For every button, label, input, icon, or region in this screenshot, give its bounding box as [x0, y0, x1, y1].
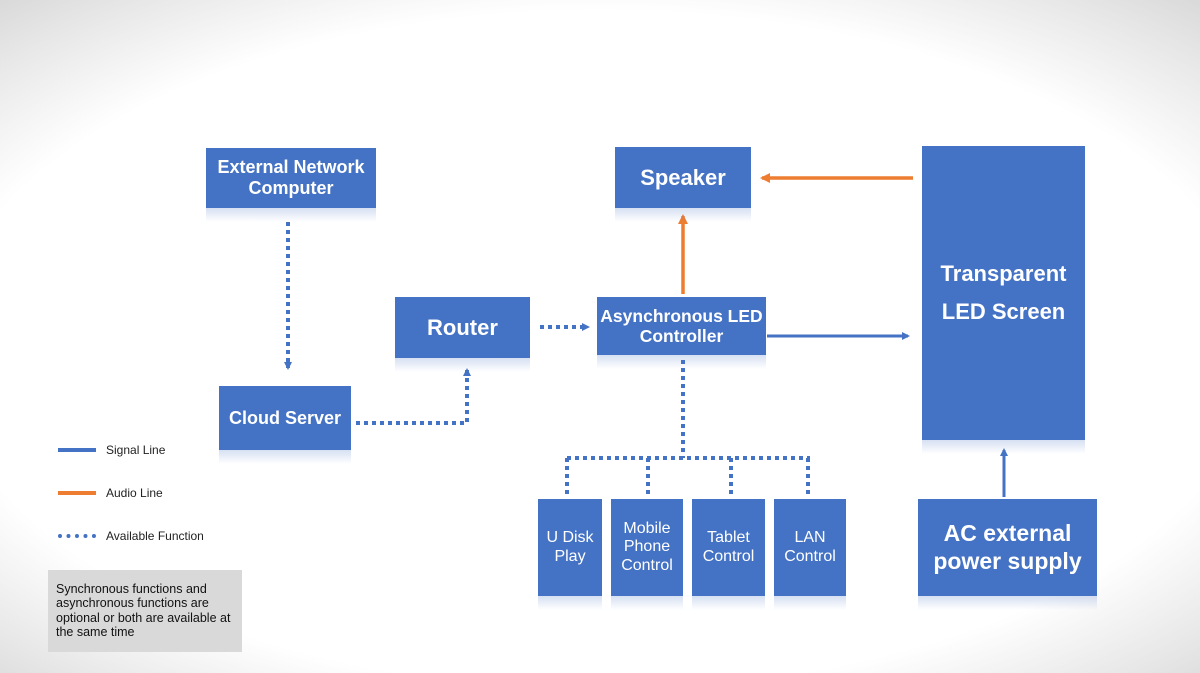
lan-control-box: LAN Control [774, 499, 846, 610]
external-network-computer-box: External Network Computer [206, 148, 376, 222]
legend-signal-label: Signal Line [106, 443, 166, 457]
function-tree-lines [565, 360, 810, 498]
note-box: Synchronous functions and asynchronous f… [48, 570, 242, 652]
mobile-phone-control-box: Mobile Phone Control [611, 499, 683, 610]
u-disk-play-box: U Disk Play [538, 499, 602, 610]
note-text: Synchronous functions and asynchronous f… [56, 582, 231, 640]
ac-power-box: AC external power supply [918, 499, 1097, 610]
legend-signal: Signal Line [58, 443, 165, 457]
legend-available: Available Function [58, 529, 204, 543]
async-controller-box: Asynchronous LED Controller [597, 297, 766, 369]
router-box: Router [395, 297, 530, 372]
tablet-control-box: Tablet Control [692, 499, 765, 610]
legend-audio-label: Audio Line [106, 486, 163, 500]
available-function-swatch [58, 534, 96, 538]
audio-line-swatch [58, 491, 96, 495]
transparent-screen-box: Transparent LED Screen [922, 146, 1085, 454]
cloud-server-box: Cloud Server [219, 386, 351, 464]
legend-available-label: Available Function [106, 529, 204, 543]
legend-audio: Audio Line [58, 486, 163, 500]
cloud-to-router-line [356, 368, 471, 425]
signal-line-swatch [58, 448, 96, 452]
speaker-box: Speaker [615, 147, 751, 222]
